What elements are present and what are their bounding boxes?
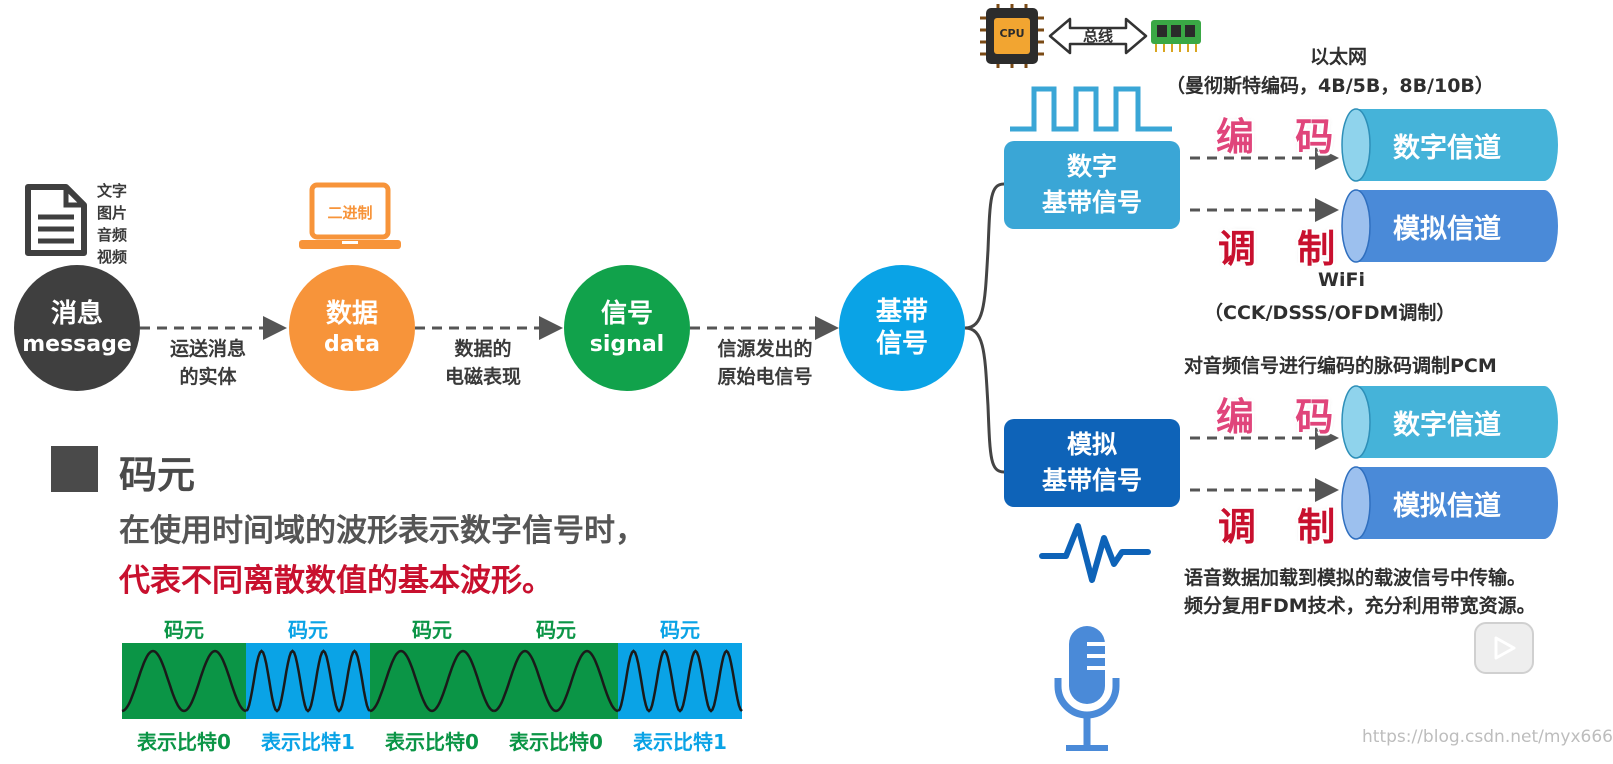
caption-line: 原始电信号 [717,365,813,388]
baseband-node: 基带 信号 [839,265,965,391]
node-label: 信号 [600,299,653,329]
symbol-label: 码元 [288,618,328,642]
microphone-icon [1054,626,1120,751]
edge-caption-2: 数据的 电磁表现 [425,336,541,391]
symbol-waveform [493,643,619,719]
section-square-icon [51,446,98,492]
symbol-label: 码元 [164,618,204,642]
node-sublabel: signal [589,331,665,357]
bus-label: 总线 [1082,27,1113,45]
symbol-waveform [617,643,743,719]
caption-line: 运送消息 [169,338,246,360]
digital-channel-label: 数字信道 [1393,132,1501,164]
cpu-label: CPU [999,27,1025,40]
symbol-waveform [369,643,495,719]
box-line: 数字 [1066,151,1117,181]
modulate-tag-digital: 调 制 [1218,227,1350,271]
caption-line: 数据的 [454,338,512,360]
wifi-sub: （CCK/DSSS/OFDM调制） [1204,302,1456,324]
analog-channel-label: 模拟信道 [1393,213,1501,245]
watermark: https://blog.csdn.net/myx666 [1362,727,1613,747]
document-icon [25,184,87,256]
play-icon [1494,636,1516,660]
node-label: 数据 [325,299,378,329]
box-line: 基带信号 [1041,466,1142,495]
symbol-bit-label: 表示比特0 [137,730,231,754]
section-title: 码元 [119,453,196,497]
encode-tag-analog: 编 码 [1216,395,1348,439]
symbol-label: 码元 [536,618,576,642]
analog-note-line2: 频分复用FDM技术，充分利用带宽资源。 [1184,595,1536,617]
ethernet-sub: （曼彻斯特编码，4B/5B，8B/10B） [1166,75,1494,97]
wifi-title: WiFi [1318,269,1365,291]
box-line: 基带信号 [1041,188,1142,217]
bus-arrow-icon [1048,17,1148,55]
ethernet-title: 以太网 [1310,46,1368,68]
node-sublabel: message [22,331,132,357]
section-desc-line1: 在使用时间域的波形表示数字信号时， [119,513,646,549]
analog-wave-icon [1039,523,1151,583]
symbol-waveform [121,643,247,719]
analog-baseband-box: 模拟 基带信号 [1004,419,1180,507]
message-types: 文字 图片 音频 视频 [97,180,127,268]
symbol-waveform [245,643,371,719]
square-wave-icon [1010,86,1172,132]
message-type: 音频 [97,226,128,244]
signal-node: 信号 signal [564,265,690,391]
symbol-label: 码元 [660,618,700,642]
analog-channel-label: 模拟信道 [1393,490,1501,522]
analog-note-line1: 语音数据加载到模拟的载波信号中传输。 [1184,567,1527,589]
data-node: 数据 data [289,265,415,391]
play-button[interactable] [1474,622,1534,674]
message-type: 文字 [97,182,128,200]
node-sublabel: data [324,331,380,357]
symbol-bit-label: 表示比特1 [261,730,355,754]
encode-tag-digital: 编 码 [1216,115,1348,159]
pcm-note: 对音频信号进行编码的脉码调制PCM [1184,355,1497,377]
node-sublabel: 信号 [875,329,928,359]
node-label: 消息 [50,299,103,329]
digital-channel-cylinder [1341,108,1558,182]
message-node: 消息 message [14,265,140,391]
branch-brace [964,182,1005,474]
symbol-bit-label: 表示比特1 [633,730,727,754]
symbol-label: 码元 [412,618,452,642]
box-line: 模拟 [1066,429,1117,459]
caption-line: 的实体 [179,365,237,388]
node-label: 基带 [875,296,928,327]
message-type: 视频 [97,248,128,266]
analog-channel-cylinder [1341,189,1558,263]
caption-line: 电磁表现 [444,365,521,388]
edge-caption-3: 信源发出的 原始电信号 [698,336,832,391]
message-type: 图片 [97,204,128,222]
laptop-icon [299,182,401,249]
modulate-tag-analog: 调 制 [1218,505,1350,549]
symbol-bit-label: 表示比特0 [385,730,479,754]
digital-baseband-box: 数字 基带信号 [1004,141,1180,229]
memory-icon [1151,20,1201,52]
section-desc-line2: 代表不同离散数值的基本波形。 [119,563,553,599]
cpu-icon [980,4,1044,68]
digital-channel-cylinder [1341,385,1558,459]
analog-channel-cylinder [1341,466,1558,540]
edge-caption-1: 运送消息 的实体 [150,336,266,391]
caption-line: 信源发出的 [717,338,813,360]
laptop-label: 二进制 [327,204,373,222]
symbol-bit-label: 表示比特0 [509,730,603,754]
digital-channel-label: 数字信道 [1393,409,1501,441]
